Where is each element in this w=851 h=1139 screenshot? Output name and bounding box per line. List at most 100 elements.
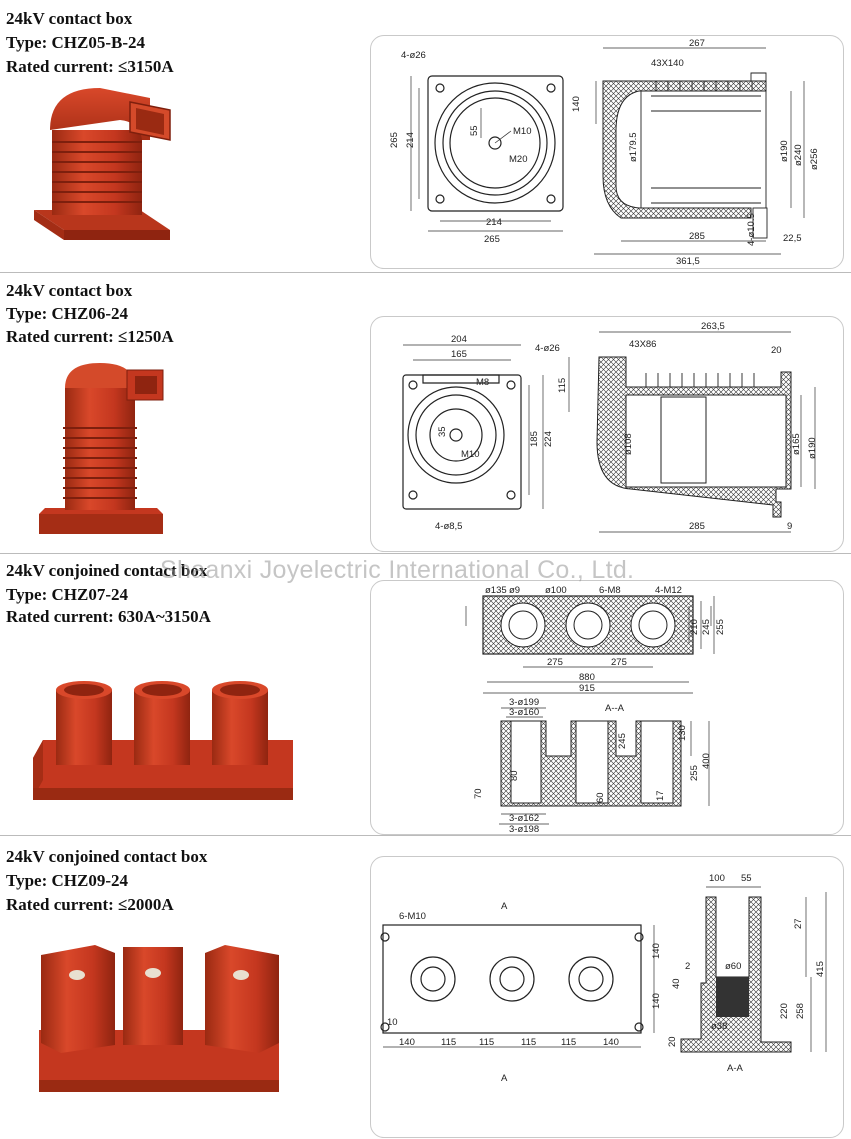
dim-label: 43X140 (651, 58, 684, 69)
dim-label: A (501, 1073, 508, 1084)
dim-label: 27 (793, 918, 804, 929)
dim-label: 35 (437, 426, 448, 437)
dim-label: 115 (521, 1037, 536, 1048)
dim-label: 285 (689, 521, 705, 532)
dim-label: 70 (473, 788, 484, 799)
dim-label: M10 (461, 449, 479, 460)
product-heading: 24kV conjoined contact box (6, 561, 208, 580)
product-type: Type: CHZ09-24 (6, 871, 128, 890)
dim-label: 115 (441, 1037, 456, 1048)
technical-drawing: 6-M10 A 140 140 10 140 115 115 115 115 1… (370, 856, 844, 1138)
dim-label: 361,5 (676, 256, 700, 267)
dim-label: 3-ø162 (509, 813, 539, 824)
product-rated-current: Rated current: ≤3150A (6, 57, 174, 76)
dim-label: 400 (701, 753, 712, 769)
dim-label: 255 (715, 619, 726, 635)
section-divider (0, 553, 851, 554)
dim-label: 214 (486, 217, 502, 228)
product-section-2: 24kV contact box Type: CHZ06-24 Rated cu… (0, 276, 851, 552)
product-section-1: 24kV contact box Type: CHZ05-B-24 Rated … (0, 0, 851, 270)
dim-label: 100 (709, 873, 725, 884)
product-heading: 24kV contact box (6, 9, 133, 28)
dim-label: 115 (561, 1037, 576, 1048)
dim-label: 115 (479, 1037, 494, 1048)
dim-label: 140 (571, 96, 582, 112)
dim-label: 6-M10 (399, 911, 426, 922)
dim-label: 22,5 (783, 233, 802, 244)
dim-label: ø9 (509, 585, 520, 596)
dim-label: 3-ø198 (509, 824, 539, 834)
product-section-4: 24kV conjoined contact box Type: CHZ09-2… (0, 840, 851, 1139)
dim-label: ø38 (711, 1021, 727, 1032)
dim-label: 415 (815, 961, 826, 977)
dim-label: 267 (689, 38, 705, 49)
dim-label: 220 (779, 1003, 790, 1019)
dim-label: 115 (557, 378, 568, 393)
dim-label: 3-ø199 (509, 697, 539, 708)
dim-label: 20 (771, 345, 782, 356)
dim-label: 2 (685, 961, 690, 972)
dim-label: 55 (741, 873, 752, 884)
product-heading: 24kV conjoined contact box (6, 847, 208, 866)
dim-label: 60 (595, 792, 606, 803)
dim-label: 275 (547, 657, 563, 668)
dim-label: 275 (611, 657, 627, 668)
product-photo (34, 88, 171, 240)
product-photo (33, 681, 293, 800)
watermark: Shaanxi Joyelectric International Co., L… (160, 556, 635, 584)
product-photo (39, 363, 164, 534)
dim-label: 204 (451, 334, 467, 345)
dim-label: ø179.5 (628, 132, 639, 162)
dim-label: 130 (677, 725, 688, 741)
dim-label: 285 (689, 231, 705, 242)
technical-drawing: 204 165 4-ø26 M8 35 M10 185 224 4-ø8,5 2… (370, 316, 844, 552)
dim-label: 245 (701, 619, 712, 635)
dim-label: 4-ø10.5 (746, 213, 757, 246)
dim-label: 214 (405, 132, 416, 148)
dim-label: 10 (387, 1017, 398, 1028)
section-divider (0, 835, 851, 836)
dim-label: 210 (689, 619, 700, 635)
dim-label: 17 (655, 790, 666, 801)
dim-label: ø60 (725, 961, 741, 972)
dim-label: 4-ø26 (401, 50, 426, 61)
dim-label: 915 (579, 683, 595, 694)
dim-label: 185 (529, 431, 540, 447)
dim-label: ø190 (807, 437, 818, 459)
dim-label: 20 (667, 1036, 678, 1047)
dim-label: ø240 (793, 144, 804, 166)
dim-label: 140 (651, 943, 662, 959)
product-heading: 24kV contact box (6, 281, 133, 300)
dim-label: A (501, 901, 508, 912)
product-type: Type: CHZ07-24 (6, 585, 128, 604)
product-rated-current: Rated current: ≤2000A (6, 895, 174, 914)
dim-label: 224 (543, 431, 554, 447)
dim-label: 140 (651, 993, 662, 1009)
product-photo (39, 945, 279, 1092)
dim-label: ø256 (809, 148, 820, 170)
dim-label: 80 (509, 770, 520, 781)
dim-label: 6-M8 (599, 585, 621, 596)
dim-label: 255 (689, 765, 700, 781)
dim-label: 4-ø26 (535, 343, 560, 354)
dim-label: 265 (389, 132, 400, 148)
dim-label: M20 (509, 154, 527, 165)
dim-label: 140 (399, 1037, 415, 1048)
dim-label: 9 (787, 521, 792, 532)
dim-label: ø190 (779, 140, 790, 162)
dim-label: 3-ø160 (509, 707, 539, 718)
technical-drawing: 4-ø26 265 214 55 M10 M20 214 265 267 43X (370, 35, 844, 269)
dim-label: 263,5 (701, 321, 725, 332)
dim-label: 4-ø8,5 (435, 521, 462, 532)
dim-label: 265 (484, 234, 500, 245)
product-section-3: 24kV conjoined contact box Type: CHZ07-2… (0, 558, 851, 835)
dim-label: 4-M12 (655, 585, 682, 596)
product-type: Type: CHZ05-B-24 (6, 33, 145, 52)
dim-label: ø100 (545, 585, 567, 596)
dim-label: 40 (671, 978, 682, 989)
dim-label: ø135 (485, 585, 507, 596)
dim-label: M8 (476, 377, 489, 388)
dim-label: A--A (605, 703, 625, 714)
dim-label: M10 (513, 126, 531, 137)
product-rated-current: Rated current: 630A~3150A (6, 607, 211, 626)
